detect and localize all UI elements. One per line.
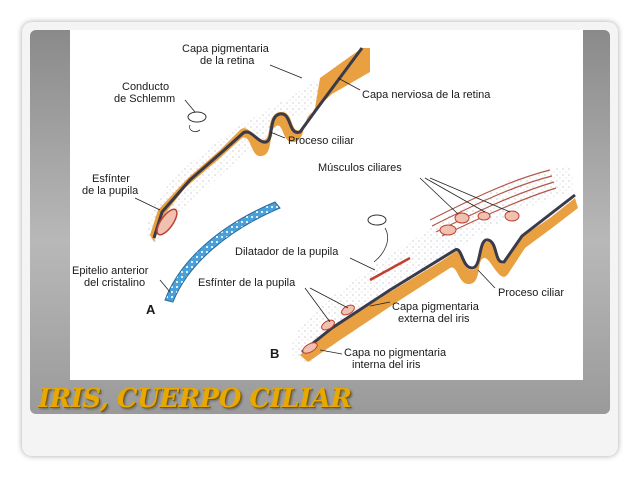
panel-a-stroma: [148, 52, 370, 245]
panel-b-letter: B: [270, 346, 279, 361]
label-esfinter-b: Esfínter de la pupila: [198, 277, 296, 289]
panel-a-schlemm-canal: [187, 111, 207, 123]
label-epitelio-1: Epitelio anterior: [72, 265, 149, 277]
label-capa-pig-ext-1: Capa pigmentaria: [392, 301, 480, 313]
label-proceso-ciliar-b: Proceso ciliar: [498, 287, 564, 299]
panel-b-dilator: [369, 256, 411, 282]
panel-b-pigment-line: [301, 193, 576, 354]
panel-b-schlemm-canal: [367, 214, 387, 226]
panel-b-sphincter: [321, 319, 335, 331]
panel-a-lens-epithelium: [164, 201, 281, 303]
label-dilatador: Dilatador de la pupila: [235, 246, 339, 258]
label-capa-no-pig-1: Capa no pigmentaria: [344, 347, 447, 359]
panel-a: Capa pigmentaria de la retina Conducto d…: [72, 43, 491, 317]
panel-b-muscle-bundle: [477, 211, 491, 221]
panel-a-sphincter: [156, 208, 178, 236]
panel-a-letter: A: [146, 302, 156, 317]
label-esfinter-1: Esfínter: [92, 173, 130, 185]
label-proceso-ciliar-a: Proceso ciliar: [288, 135, 354, 147]
label-conducto-1: Conducto: [122, 81, 169, 93]
panel-b-muscle-bundle: [439, 224, 457, 236]
panel-a-orange-layer: [150, 48, 370, 242]
label-capa-nerviosa: Capa nerviosa de la retina: [362, 89, 491, 101]
label-esfinter-2: de la pupila: [82, 185, 139, 197]
anatomy-figure: Capa pigmentaria de la retina Conducto d…: [70, 30, 583, 380]
panel-b-orange-layer: [300, 198, 578, 362]
label-conducto-2: de Schlemm: [114, 93, 175, 105]
panel-a-pigment-line: [152, 47, 364, 239]
label-capa-pigmentaria-2: de la retina: [200, 55, 255, 67]
label-musculos-ciliares: Músculos ciliares: [318, 162, 402, 174]
label-capa-pigmentaria-1: Capa pigmentaria: [182, 43, 270, 55]
label-epitelio-2: del cristalino: [84, 277, 145, 289]
ciliary-body-diagram: Capa pigmentaria de la retina Conducto d…: [72, 43, 578, 371]
label-capa-no-pig-2: interna del iris: [352, 359, 421, 371]
panel-b: Músculos ciliares Dilatador de la pupila…: [198, 162, 578, 371]
panel-b-muscle-bundle: [504, 210, 520, 222]
slide-title: IRIS, CUERPO CILIAR: [38, 384, 352, 414]
panel-b-muscle-bundle: [454, 212, 470, 224]
panel-b-sphincter: [302, 342, 318, 354]
label-capa-pig-ext-2: externa del iris: [398, 313, 470, 325]
